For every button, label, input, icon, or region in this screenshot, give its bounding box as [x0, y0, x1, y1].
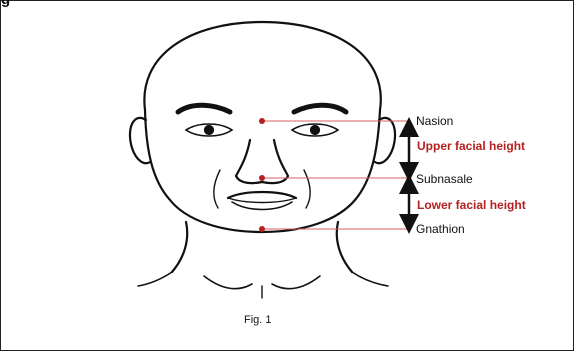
label-gnathion: Gnathion [416, 222, 465, 236]
label-subnasale: Subnasale [416, 172, 473, 186]
gnathion-dot [259, 226, 265, 232]
label-nasion: Nasion [416, 114, 453, 128]
subnasale-dot [259, 175, 265, 181]
face-outline [130, 22, 395, 298]
nasion-dot [259, 118, 265, 124]
label-lower-facial-height: Lower facial height [417, 198, 526, 212]
figure-caption: Fig. 1 [244, 314, 272, 326]
label-upper-facial-height: Upper facial height [417, 139, 525, 153]
